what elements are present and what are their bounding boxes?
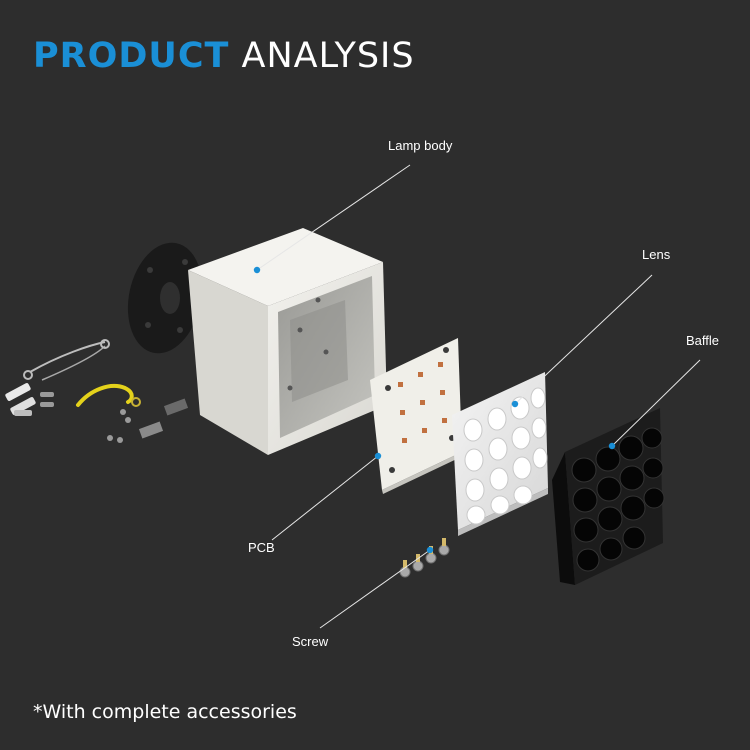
label-baffle: Baffle <box>686 333 720 348</box>
lamp-body-part <box>188 228 387 455</box>
leader-line-baffle <box>611 359 701 447</box>
callout-dot-lamp-body <box>253 266 261 274</box>
label-screw: Screw <box>292 634 329 649</box>
pcb-part <box>370 338 463 494</box>
title-rest: ANALYSIS <box>241 36 415 76</box>
baffle-part <box>552 408 665 585</box>
callout-dot-pcb <box>374 452 382 460</box>
label-pcb: PCB <box>248 540 275 555</box>
page-title: PRODUCT ANALYSIS <box>33 36 415 76</box>
leader-line-lens <box>514 274 653 405</box>
label-lamp-body: Lamp body <box>388 138 453 153</box>
callout-dot-baffle <box>608 442 616 450</box>
callout-dot-screw <box>426 546 434 554</box>
leader-lines <box>256 164 701 629</box>
leader-line-screw <box>319 549 431 629</box>
title-accent: PRODUCT <box>33 36 230 76</box>
leader-line-pcb <box>271 455 379 541</box>
callout-dot-lens <box>511 400 519 408</box>
callout-dots <box>253 266 616 554</box>
footnote-accessories: *With complete accessories <box>33 701 297 723</box>
lens-part <box>452 372 548 536</box>
leader-line-lamp-body <box>256 164 411 271</box>
screws-part <box>399 538 450 578</box>
rear-mount-plate <box>127 242 203 354</box>
label-lens: Lens <box>642 247 671 262</box>
accessories <box>5 339 189 443</box>
